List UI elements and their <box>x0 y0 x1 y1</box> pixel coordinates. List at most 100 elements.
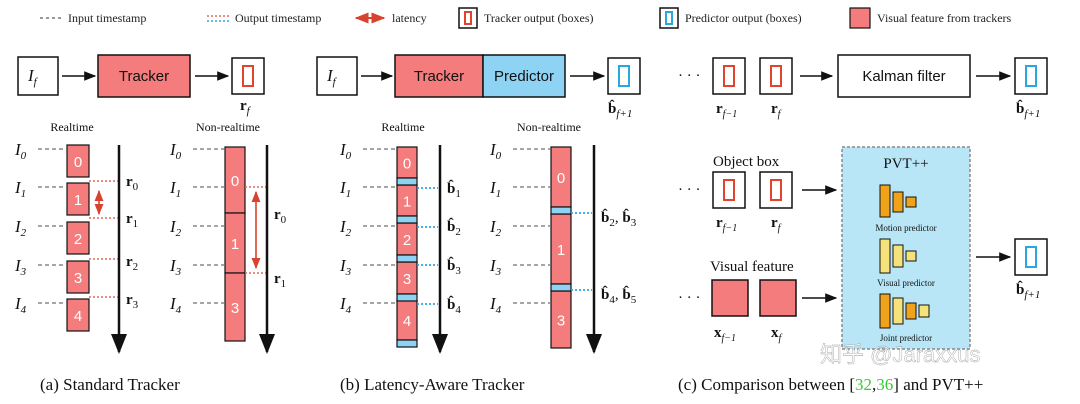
input-symbol: If <box>27 66 39 88</box>
input-timestamp-label: I1 <box>339 178 351 200</box>
output-label: r1 <box>126 211 138 230</box>
output-label: r0 <box>126 174 139 193</box>
tracker-output-box <box>231 57 265 95</box>
legend-output-timestamp: Output timestamp <box>235 11 321 25</box>
frame-index: 0 <box>231 173 239 190</box>
svg-text:rf−1: rf−1 <box>716 101 737 120</box>
output-label: b̂4 <box>447 295 461 316</box>
frame-bar <box>396 339 418 348</box>
frame-index: 1 <box>231 236 239 253</box>
output-rf: rf <box>240 98 252 117</box>
input-timestamp-label: I2 <box>489 217 502 239</box>
frame-index: 2 <box>74 231 82 248</box>
frame-bar <box>396 254 418 263</box>
svg-text:Tracker: Tracker <box>119 68 169 85</box>
input-timestamp-label: I3 <box>14 256 27 278</box>
frame-bar <box>66 298 90 332</box>
frame-index: 0 <box>403 156 411 173</box>
output-label: r2 <box>126 254 138 273</box>
svg-text:Kalman filter: Kalman filter <box>862 68 945 85</box>
frame-index: 1 <box>557 242 565 259</box>
watermark: 知乎 @Jaraxxus <box>820 342 980 367</box>
frame-index: 3 <box>403 271 411 288</box>
output-label: b̂2 <box>447 217 461 238</box>
svg-text:rf: rf <box>771 101 782 120</box>
svg-text:xf−1: xf−1 <box>714 325 736 344</box>
svg-text:Non-realtime: Non-realtime <box>517 120 581 134</box>
svg-text:· · ·: · · · <box>678 182 701 198</box>
frame-bar <box>66 144 90 178</box>
output-label: b̂2, b̂3 <box>601 208 637 229</box>
caption-b: (b) Latency-Aware Tracker <box>340 375 525 394</box>
legend-tracker-output: Tracker output (boxes) <box>484 11 594 25</box>
caption-c: (c) Comparison between [32,36] and PVT++ <box>678 375 983 394</box>
input-timestamp-label: I0 <box>169 140 182 162</box>
input-timestamp-label: I1 <box>489 178 501 200</box>
svg-text:Motion predictor: Motion predictor <box>875 223 936 233</box>
panel-c: · · · rf−1 rf Kalman filter b̂f+1 Object… <box>678 54 1048 350</box>
svg-text:b̂f+1: b̂f+1 <box>1016 99 1040 120</box>
input-timestamp-label: I2 <box>339 217 352 239</box>
frame-bar <box>396 293 418 302</box>
header-non-realtime: Non-realtime <box>196 120 260 134</box>
svg-text:Visual predictor: Visual predictor <box>877 278 935 288</box>
input-timestamp-label: I3 <box>169 256 182 278</box>
input-timestamp-label: I4 <box>489 294 502 316</box>
legend-input-timestamp: Input timestamp <box>68 11 146 25</box>
frame-bar <box>550 283 572 292</box>
input-timestamp-label: I3 <box>339 256 352 278</box>
input-timestamp-label: I1 <box>169 178 181 200</box>
ellipsis: · · · <box>678 68 701 84</box>
legend-visual-feature: Visual feature from trackers <box>877 11 1012 25</box>
visual-feature-curr <box>759 279 797 317</box>
frame-index: 3 <box>74 270 82 287</box>
input-timestamp-label: I1 <box>14 178 26 200</box>
output-bf1: b̂f+1 <box>608 99 632 120</box>
output-label: r1 <box>274 271 286 290</box>
svg-text:Joint predictor: Joint predictor <box>880 333 932 343</box>
input-timestamp-label: I0 <box>339 140 352 162</box>
frame-bar <box>396 177 418 186</box>
svg-text:If: If <box>326 66 338 88</box>
output-label: b̂4, b̂5 <box>601 285 637 306</box>
frame-index: 0 <box>74 154 82 171</box>
svg-text:Realtime: Realtime <box>381 120 424 134</box>
svg-text:Tracker: Tracker <box>414 68 464 85</box>
output-label: b̂1 <box>447 179 461 200</box>
input-timestamp-label: I0 <box>14 140 27 162</box>
input-timestamp-label: I3 <box>489 256 502 278</box>
panel-a: If Tracker rf Realtime Non-realtime I0I1… <box>14 54 287 354</box>
svg-text:Predictor: Predictor <box>494 68 554 85</box>
input-timestamp-label: I4 <box>14 294 27 316</box>
output-label: b̂3 <box>447 256 461 277</box>
frame-index: 0 <box>557 170 565 187</box>
svg-text:PVT++: PVT++ <box>883 156 928 172</box>
svg-text:rf: rf <box>771 215 782 234</box>
visual-predictor-icon <box>879 238 917 274</box>
input-timestamp-label: I2 <box>14 217 27 239</box>
svg-text:· · ·: · · · <box>678 290 701 306</box>
frame-bar <box>66 260 90 294</box>
frame-index: 1 <box>403 194 411 211</box>
frame-bar <box>66 182 90 216</box>
kalman-filter-block <box>837 54 971 98</box>
panel-b: If Tracker Predictor b̂f+1 Realtime Non-… <box>316 54 641 354</box>
tracker-block <box>97 54 191 98</box>
object-box-label: Object box <box>713 154 780 170</box>
frame-index: 1 <box>74 192 82 209</box>
visual-feature-label: Visual feature <box>710 259 794 275</box>
legend-predictor-output: Predictor output (boxes) <box>685 11 802 25</box>
input-timestamp-label: I0 <box>489 140 502 162</box>
output-label: r3 <box>126 292 139 311</box>
input-timestamp-label: I2 <box>169 217 182 239</box>
predictor-block <box>482 54 566 98</box>
svg-text:rf−1: rf−1 <box>716 215 737 234</box>
header-realtime: Realtime <box>50 120 93 134</box>
joint-predictor-icon <box>879 293 930 329</box>
legend-latency: latency <box>392 11 427 25</box>
frame-bar <box>224 272 246 342</box>
motion-predictor-icon <box>879 184 917 218</box>
svg-text:xf: xf <box>771 325 783 344</box>
caption-a: (a) Standard Tracker <box>40 375 180 394</box>
